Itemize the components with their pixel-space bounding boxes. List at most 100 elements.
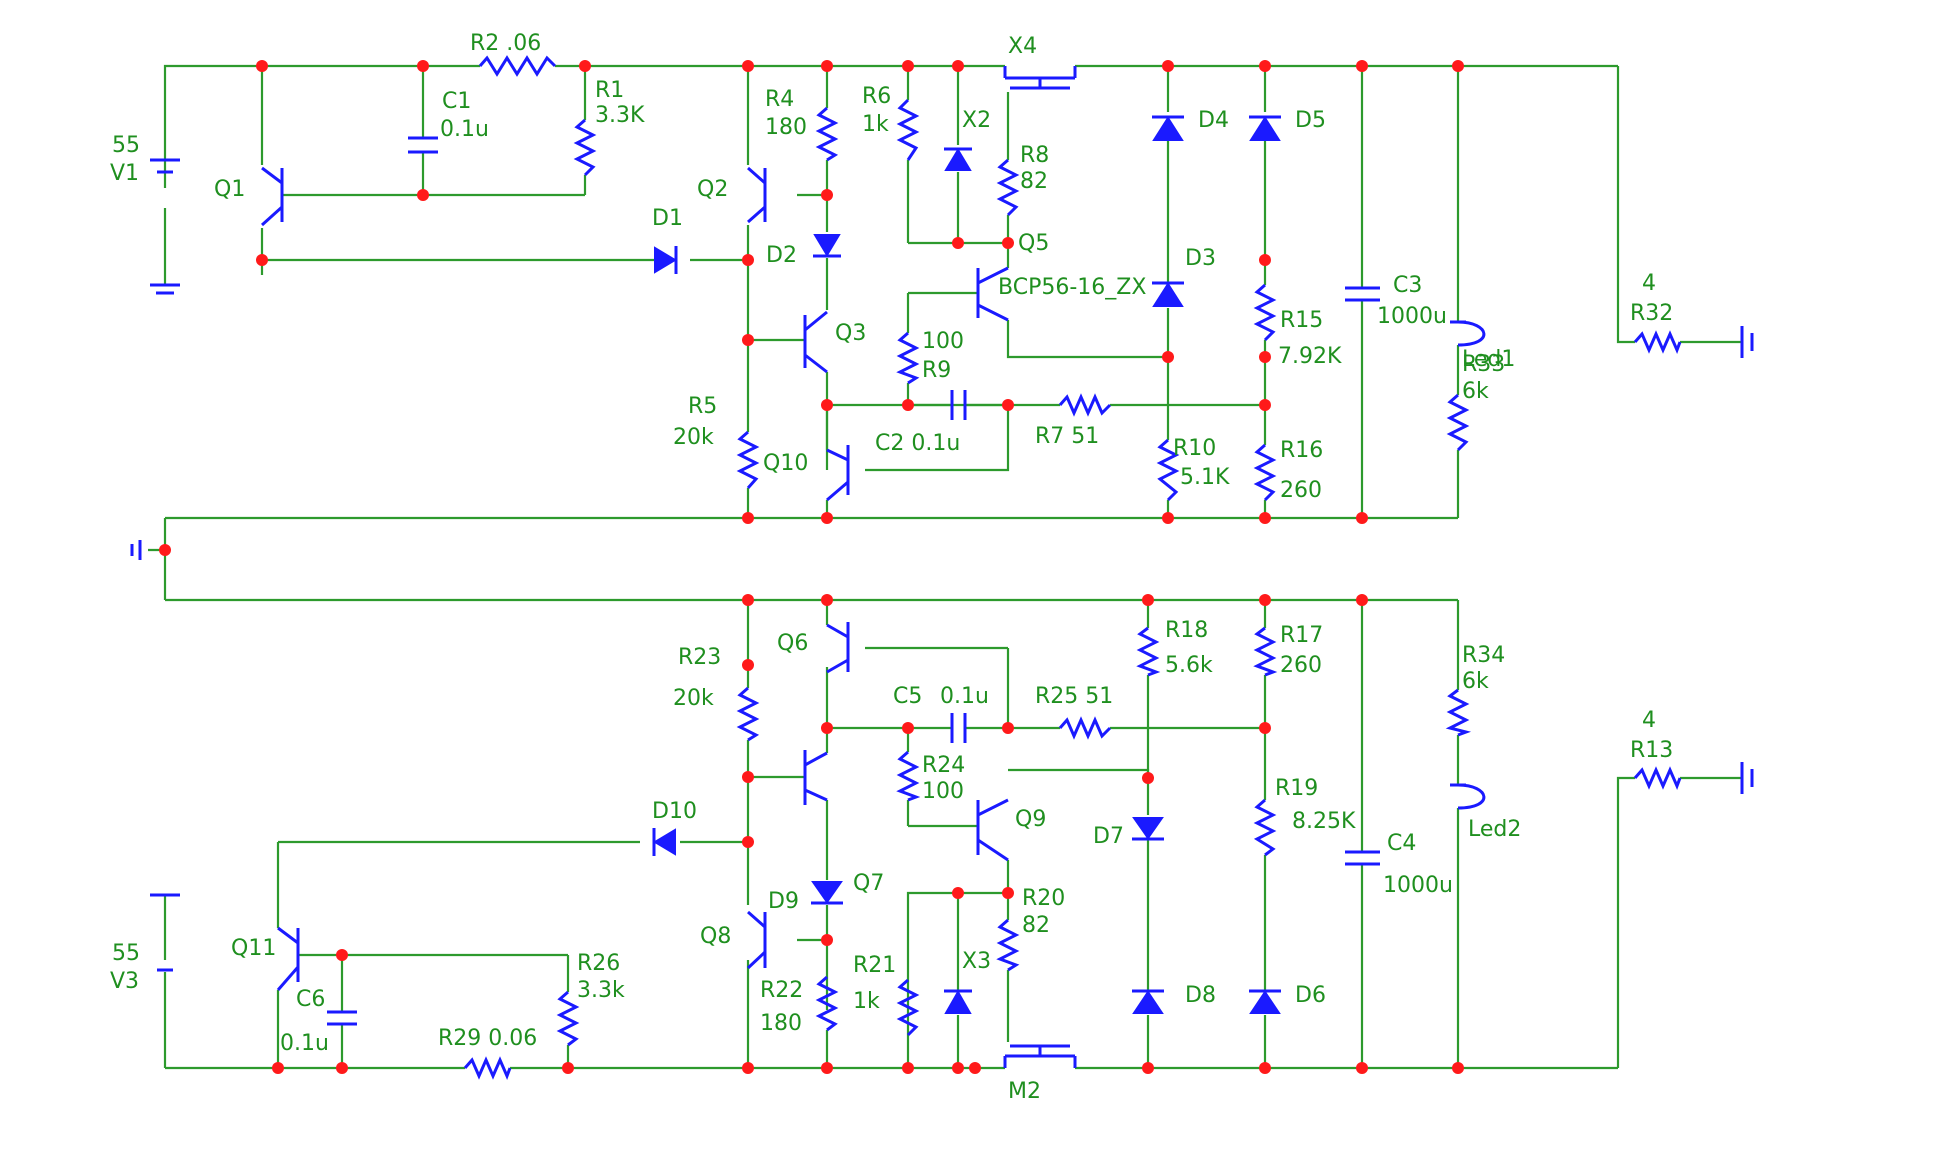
capacitor-c5 [950,713,967,743]
ground-r13 [1740,762,1754,794]
resistor-r4 [815,106,839,162]
resistor-r13 [1633,766,1682,790]
label-r26: R26 [577,951,620,976]
label-r13-value: 4 [1642,708,1656,733]
resistor-r10 [1156,438,1180,502]
label-d9: D9 [768,889,799,914]
label-r20-value: 82 [1022,913,1050,938]
transistor-q2 [747,166,767,224]
label-c3-value: 1000u [1377,304,1447,329]
label-q1: Q1 [214,177,245,202]
resistor-r25 [1058,716,1112,740]
label-r33: R33 [1462,352,1505,377]
label-r24-value: 100 [922,779,964,804]
label-r15-value: 7.92K [1278,344,1342,369]
resistor-r1 [573,118,597,177]
label-d5: D5 [1295,108,1326,133]
label-x3: X3 [962,949,991,974]
capacitor-c1 [408,136,438,154]
label-r15: R15 [1280,308,1323,333]
transistor-q8 [746,910,767,970]
label-q7: Q7 [853,871,884,896]
label-d2: D2 [766,243,797,268]
resistor-r32 [1633,330,1682,354]
label-c1-value: 0.1u [440,117,489,142]
capacitor-c3 [1345,286,1380,302]
label-q8: Q8 [700,924,731,949]
transistor-q7 [803,750,828,805]
transistor-q11 [276,926,300,991]
resistor-r17 [1253,626,1278,677]
resistor-r23 [736,686,760,742]
label-c1: C1 [442,89,471,114]
label-q10: Q10 [763,451,808,476]
mosfet-x4 [1003,66,1077,90]
label-r23-value: 20k [673,686,714,711]
label-r33-value: 6k [1462,379,1489,404]
label-r18: R18 [1165,618,1208,643]
label-r6-value: 1k [862,112,889,137]
label-r9: R9 [922,358,951,383]
resistor-r24 [896,750,921,802]
label-v3: V3 [110,969,139,994]
label-q3: Q3 [835,321,866,346]
components [130,55,1754,1080]
label-r34-value: 6k [1462,669,1489,694]
label-r5: R5 [688,394,717,419]
resistor-r29 [463,1056,512,1080]
label-r1-value: 3.3K [595,103,645,128]
label-r10: R10 [1173,436,1216,461]
label-r8-value: 82 [1020,169,1048,194]
transistor-q3 [803,310,828,374]
resistor-r20 [996,918,1020,972]
resistor-r15 [1253,283,1277,342]
label-r26-value: 3.3k [577,978,625,1003]
resistor-r18 [1136,626,1161,677]
transistor-q10 [826,445,850,502]
diode-d6 [1249,989,1281,1014]
label-r10-value: 5.1K [1180,465,1230,490]
label-r9-value: 100 [922,329,964,354]
label-c4: C4 [1387,831,1416,856]
label-r17: R17 [1280,623,1323,648]
transistor-q1 [260,166,284,227]
zener-x3 [944,989,972,1014]
ground-r32 [1740,326,1754,358]
label-v1-value: 55 [112,133,140,158]
diode-d4 [1152,115,1184,141]
transistor-q9 [976,798,1009,862]
resistor-r19 [1253,798,1277,857]
resistor-r7 [1058,393,1112,417]
resistor-r33 [1446,393,1470,452]
label-r34: R34 [1462,643,1505,668]
label-r19-value: 8.25K [1292,809,1356,834]
resistor-r26 [556,990,580,1047]
label-r22-value: 180 [760,1011,802,1036]
label-r20: R20 [1022,886,1065,911]
label-d6: D6 [1295,983,1326,1008]
label-c5: C5 [893,684,922,709]
label-r21-value: 1k [853,989,880,1014]
diode-d1 [654,246,678,274]
diode-d8 [1132,989,1164,1014]
capacitor-c2 [950,390,967,420]
resistor-r2 [478,55,557,77]
resistor-r8 [996,158,1020,217]
resistor-r22 [815,975,839,1032]
labels: R2 .06 C1 0.1u R1 3.3K 55 V1 Q1 D1 Q2 R4… [110,31,1673,1104]
diode-d5 [1249,115,1281,141]
label-r21: R21 [853,953,896,978]
label-q9: Q9 [1015,807,1046,832]
led-led2 [1450,783,1486,810]
label-v1: V1 [110,161,139,186]
wires [148,64,1742,1070]
label-q5: Q5 [1018,231,1049,256]
label-c4-value: 1000u [1383,873,1453,898]
battery-v3 [150,893,180,972]
capacitor-c6 [327,1010,357,1026]
resistor-r9 [896,331,920,385]
label-r19: R19 [1275,776,1318,801]
label-c6-value: 0.1u [280,1031,329,1056]
mosfet-m2 [1003,1044,1077,1068]
